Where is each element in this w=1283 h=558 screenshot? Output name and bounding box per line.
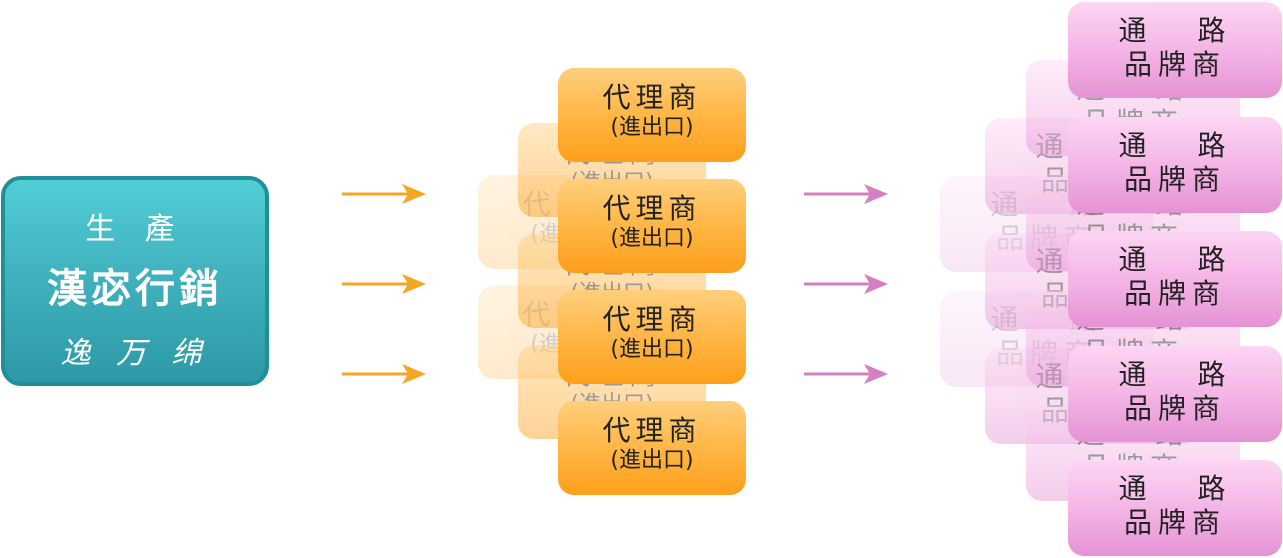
channel-type: 品牌商 [1123, 163, 1226, 196]
agent-box: 代理商 (進出口) [558, 179, 746, 273]
channel-name: 通 路 [1118, 472, 1232, 505]
arrow-to-channels-bottom [804, 364, 888, 384]
arrow-to-channels-top [804, 184, 888, 204]
producer-box: 生 產 漢宓行銷 逸 万 绵 [1, 176, 269, 386]
agent-type: (進出口) [610, 226, 694, 251]
channel-name: 通 路 [1118, 14, 1232, 47]
producer-signature: 逸 万 绵 [60, 336, 210, 371]
arrow-to-agents-top [342, 184, 426, 204]
channel-type: 品牌商 [1123, 506, 1226, 539]
channel-name: 通 路 [1118, 243, 1232, 276]
producer-title: 生 產 [85, 212, 185, 247]
agent-box: 代理商 (進出口) [558, 401, 746, 495]
agent-name: 代理商 [602, 414, 702, 447]
channel-box: 通 路 品牌商 [1068, 231, 1282, 327]
channel-type: 品牌商 [1123, 48, 1226, 81]
arrow-to-agents-bottom [342, 364, 426, 384]
arrow-to-agents-middle [342, 274, 426, 294]
agent-type: (進出口) [610, 115, 694, 140]
agent-name: 代理商 [602, 81, 702, 114]
agent-type: (進出口) [610, 448, 694, 473]
channel-box: 通 路 品牌商 [1068, 117, 1282, 213]
agent-name: 代理商 [602, 192, 702, 225]
channel-name: 通 路 [1118, 129, 1232, 162]
channel-box: 通 路 品牌商 [1068, 2, 1282, 98]
producer-brand: 漢宓行銷 [47, 265, 223, 312]
agent-type: (進出口) [610, 337, 694, 362]
agent-name: 代理商 [602, 303, 702, 336]
agent-box: 代理商 (進出口) [558, 290, 746, 384]
channel-name: 通 路 [1118, 358, 1232, 391]
arrow-to-channels-middle [804, 274, 888, 294]
channel-box: 通 路 品牌商 [1068, 346, 1282, 442]
channel-type: 品牌商 [1123, 392, 1226, 425]
channel-box: 通 路 品牌商 [1068, 460, 1282, 556]
channel-type: 品牌商 [1123, 277, 1226, 310]
agent-box: 代理商 (進出口) [558, 68, 746, 162]
